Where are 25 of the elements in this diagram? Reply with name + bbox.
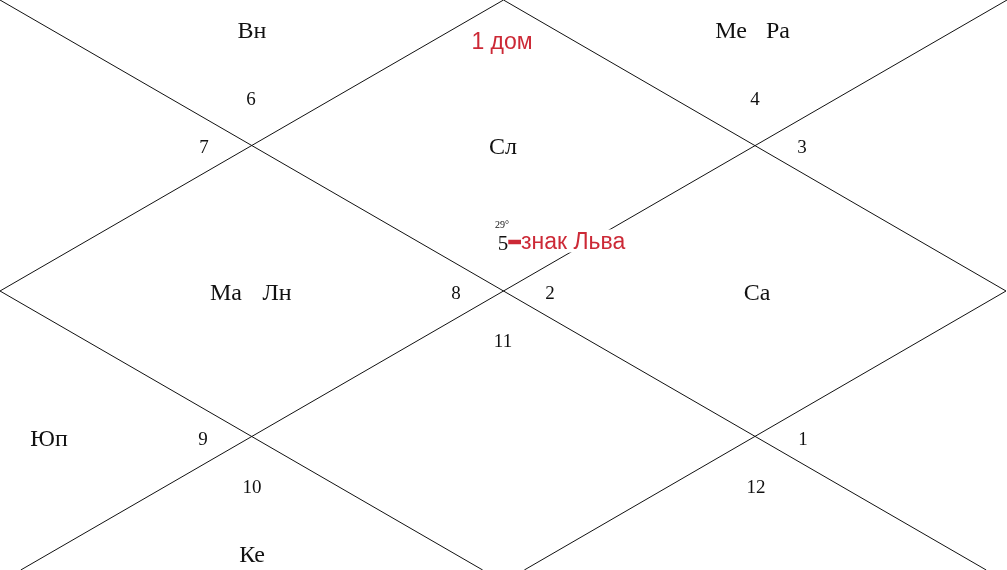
planet-abbreviation: Лн	[262, 280, 292, 304]
sign-number: 5	[497, 232, 509, 254]
leader-line	[508, 239, 521, 245]
sign-number: 3	[797, 136, 807, 156]
sign-number: 2	[545, 282, 555, 302]
house-label: 1 дом	[471, 29, 533, 53]
planet-abbreviation: Ра	[766, 18, 790, 42]
sign-number: 9	[198, 428, 208, 448]
sign-number: 1	[798, 428, 808, 448]
planet-abbreviation: Са	[743, 280, 771, 304]
planet-abbreviation: Ке	[239, 542, 265, 566]
sign-number: 6	[246, 88, 256, 108]
sign-number: 4	[750, 88, 760, 108]
planet-abbreviation: Вн	[237, 18, 267, 42]
sign-number: 8	[451, 282, 461, 302]
degree-label: 29°	[495, 220, 509, 230]
sign-number: 11	[493, 330, 513, 350]
planet-abbreviation: Сл	[489, 134, 517, 158]
planet-abbreviation: Юп	[30, 426, 68, 450]
planet-abbreviation: Ма	[210, 280, 242, 304]
planet-abbreviation: Ме	[715, 18, 747, 42]
sign-number: 10	[242, 476, 262, 496]
sign-label: знак Льва	[521, 229, 626, 253]
sign-number: 12	[746, 476, 766, 496]
sign-number: 7	[199, 136, 209, 156]
